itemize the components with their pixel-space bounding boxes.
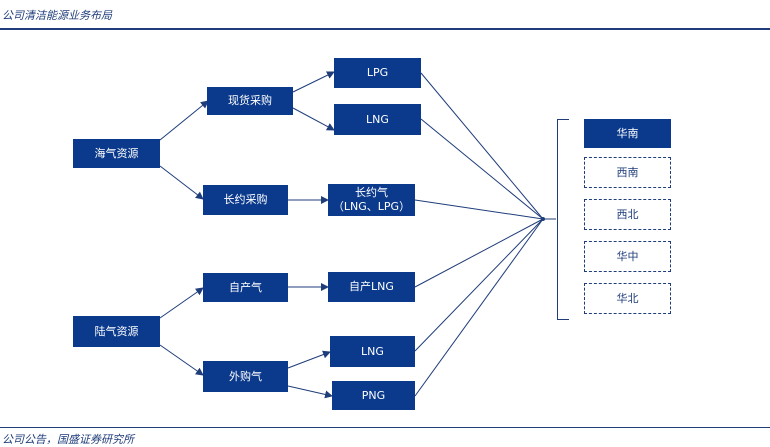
node-sea-gas: 海气资源 xyxy=(73,139,160,168)
arrow-purchased-to-lng xyxy=(287,350,331,369)
report-footer: 公司公告，国盛证券研究所 xyxy=(0,427,770,446)
node-long-term-gas: 长约气 （LNG、LPG） xyxy=(328,184,415,216)
node-png: PNG xyxy=(332,381,415,410)
node-long-term-purchase: 长约采购 xyxy=(203,185,288,215)
region-xinan: 西南 xyxy=(584,157,671,188)
regions-bracket xyxy=(557,119,569,320)
node-self-produced-lng: 自产LNG xyxy=(328,272,415,302)
region-xibei: 西北 xyxy=(584,199,671,230)
arrow-sea-to-spot xyxy=(159,100,209,141)
node-land-gas: 陆气资源 xyxy=(73,316,160,347)
arrow-spot-to-lpg xyxy=(292,71,335,93)
arrow-land-to-self xyxy=(159,287,204,319)
region-huanan: 华南 xyxy=(584,119,671,148)
source-note: 公司公告，国盛证券研究所 xyxy=(2,433,134,446)
node-self-produced-gas: 自产气 xyxy=(203,273,288,302)
node-lng-purchased: LNG xyxy=(330,336,415,367)
region-huabei: 华北 xyxy=(584,283,671,314)
node-purchased-gas: 外购气 xyxy=(203,361,288,392)
arrow-sea-to-longterm xyxy=(159,165,204,200)
node-lng-spot: LNG xyxy=(334,104,421,135)
node-spot-purchase: 现货采购 xyxy=(207,87,293,115)
node-lpg: LPG xyxy=(334,58,421,88)
region-huazhong: 华中 xyxy=(584,241,671,272)
report-header: 公司清洁能源业务布局 xyxy=(0,0,770,30)
line-png-to-regions xyxy=(414,218,544,397)
line-longterm-to-regions xyxy=(414,199,544,220)
arrow-land-to-purchased xyxy=(159,344,204,376)
line-lng-bottom-to-regions xyxy=(414,218,544,352)
header-title: 公司清洁能源业务布局 xyxy=(2,9,112,22)
line-lng-top-to-regions xyxy=(420,118,544,220)
arrow-spot-to-lng xyxy=(292,107,335,131)
arrow-purchased-to-png xyxy=(287,385,333,399)
line-lpg-to-regions xyxy=(420,72,544,220)
convergence-point xyxy=(541,217,545,221)
line-self-lng-to-regions xyxy=(414,218,544,288)
